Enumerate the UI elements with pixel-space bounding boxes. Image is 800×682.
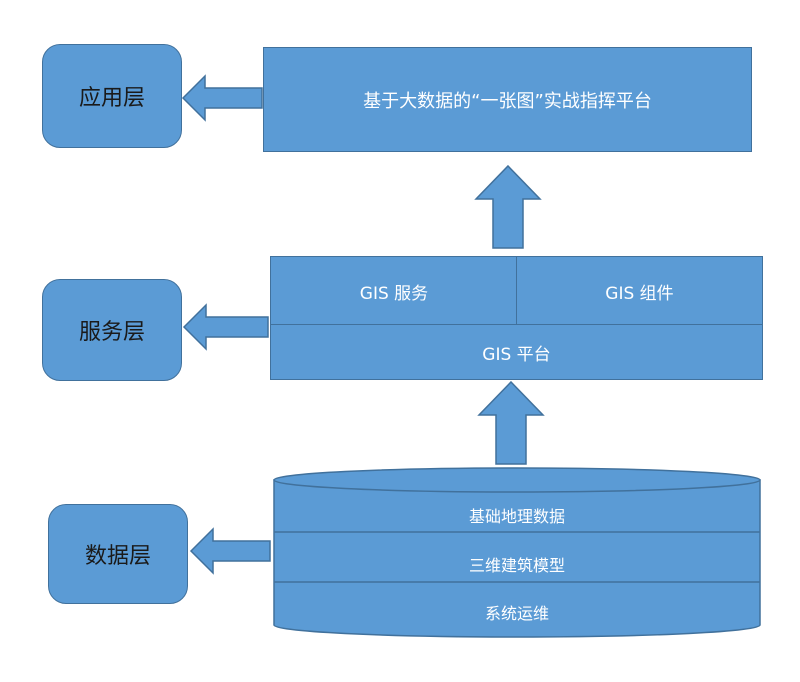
up-arrow-to-application xyxy=(474,164,542,249)
application-layer-label: 应用层 xyxy=(78,86,145,111)
command-platform-label: 基于大数据的“一张图”实战指挥平台 xyxy=(363,90,652,112)
database-cylinder-top xyxy=(273,467,761,493)
up-arrow-to-service xyxy=(477,380,545,465)
left-arrow-application xyxy=(181,74,263,122)
gis-platform-label: GIS 平台 xyxy=(482,344,551,365)
service-layer-label: 服务层 xyxy=(78,320,145,345)
application-layer-box: 应用层 xyxy=(42,44,182,148)
left-arrow-service xyxy=(182,303,269,351)
cylinder-item-system-ops: 系统运维 xyxy=(484,604,549,623)
gis-component-label: GIS 组件 xyxy=(605,283,674,304)
service-layer-box: 服务层 xyxy=(42,279,182,381)
database-cylinder-body xyxy=(273,479,761,638)
gis-platform-box: GIS 平台 xyxy=(270,324,763,380)
data-layer-label: 数据层 xyxy=(84,544,151,569)
gis-service-box: GIS 服务 xyxy=(270,256,518,326)
data-layer-box: 数据层 xyxy=(48,504,188,604)
gis-service-label: GIS 服务 xyxy=(359,283,429,304)
cylinder-item-basic-geo-data: 基础地理数据 xyxy=(468,507,565,526)
left-arrow-data xyxy=(189,527,271,575)
cylinder-item-3d-building-model: 三维建筑模型 xyxy=(468,556,565,575)
command-platform-box: 基于大数据的“一张图”实战指挥平台 xyxy=(263,47,752,152)
